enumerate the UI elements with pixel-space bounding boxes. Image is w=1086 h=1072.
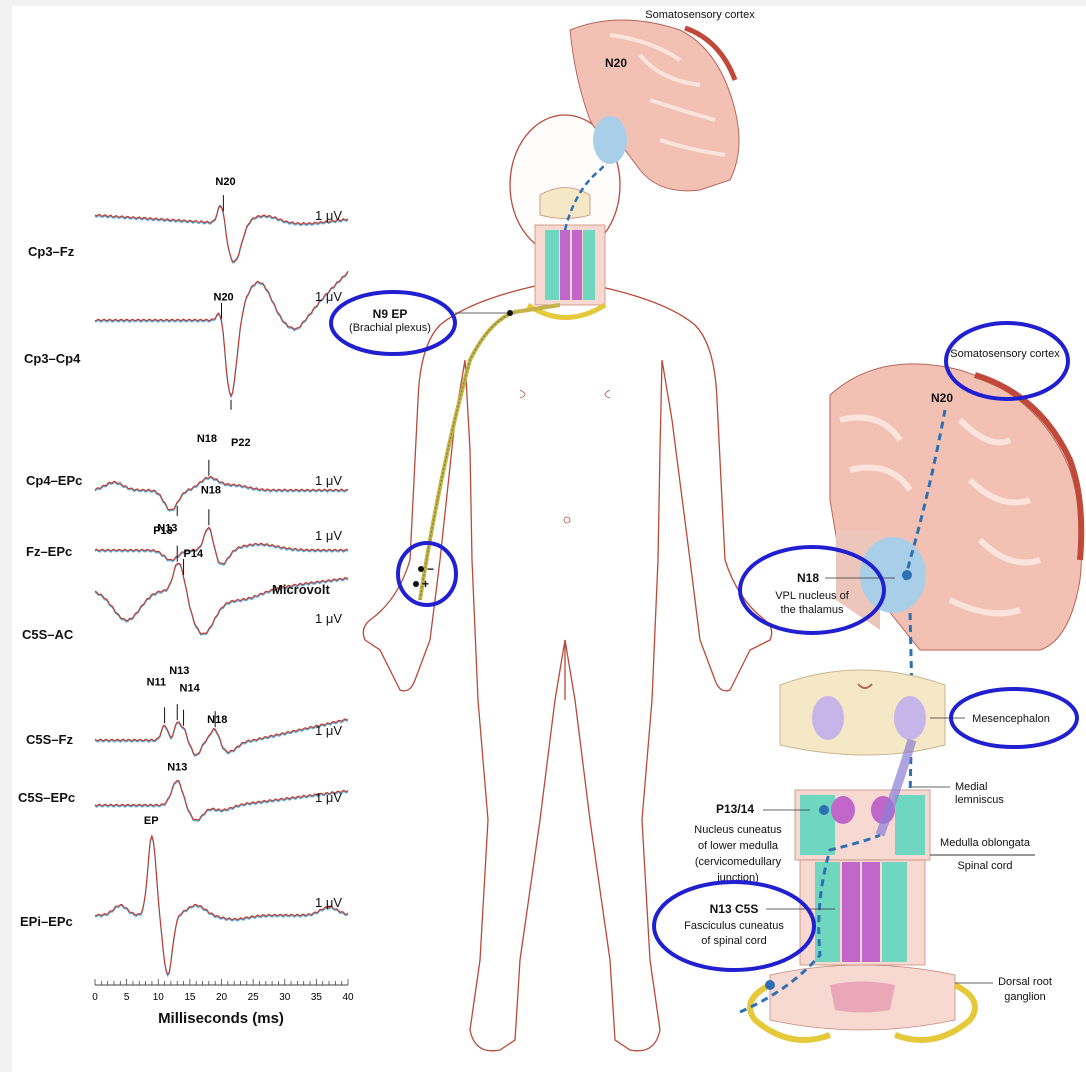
- top-cortex-label: Somatosensory cortex: [645, 9, 755, 21]
- trace-label-fz-epc: Fz–EPc: [26, 544, 72, 559]
- electrode-plus: +: [422, 577, 429, 591]
- trace-label-cp3-cp4: Cp3–Cp4: [24, 351, 81, 366]
- n18-sublabel-2: the thalamus: [781, 604, 844, 616]
- peak-label-p14: P14: [184, 548, 204, 560]
- peak-label-n11: N11: [147, 676, 167, 688]
- p13-sublabel-3: (cervicomedullary: [695, 856, 782, 868]
- p13-sublabel-1: Nucleus cuneatus: [694, 824, 782, 836]
- trace-label-c5s-fz: C5S–Fz: [26, 732, 73, 747]
- scale-label: 1 μV: [315, 723, 342, 738]
- electrode-minus: −: [427, 562, 434, 576]
- medial-lemniscus-label-1: Medial: [955, 781, 987, 793]
- electrode-minus-dot: [418, 566, 424, 572]
- medulla-label: Medulla oblongata: [940, 837, 1031, 849]
- scale-label: 1 μV: [315, 895, 342, 910]
- peak-label-n18: N18: [207, 714, 227, 726]
- time-axis-label: Milliseconds (ms): [158, 1010, 284, 1027]
- electrode-plus-dot: [413, 581, 419, 587]
- n18-label: N18: [797, 571, 819, 585]
- axis-tick-label: 20: [216, 992, 228, 1003]
- n13-label: N13 C5S: [710, 902, 759, 916]
- scale-label: 1 μV: [315, 528, 342, 543]
- mesencephalon-section: [780, 670, 945, 755]
- scale-label: 1 μV: [315, 473, 342, 488]
- peak-label-p22: P22: [231, 437, 251, 449]
- scale-label: 1 μV: [315, 790, 342, 805]
- n13-sublabel-2: of spinal cord: [701, 935, 766, 947]
- trace-label-c5s-ac: C5S–AC: [22, 627, 74, 642]
- trace-label-cp4-epc: Cp4–EPc: [26, 473, 82, 488]
- trace-label-cp3-fz: Cp3–Fz: [28, 244, 75, 259]
- peak-label-n13: N13: [167, 762, 187, 774]
- peak-label-n18: N18: [197, 433, 217, 445]
- mesencephalon-label: Mesencephalon: [972, 713, 1050, 725]
- trace-label-epi-epc: EPi–EPc: [20, 914, 73, 929]
- peak-label-n20: N20: [215, 176, 235, 188]
- axis-tick-label: 15: [184, 992, 196, 1003]
- medial-lemniscus-label-2: lemniscus: [955, 794, 1004, 806]
- drg-label-1: Dorsal root: [998, 976, 1052, 988]
- n9-label: N9 EP: [373, 307, 408, 321]
- peak-label-n20: N20: [214, 292, 234, 304]
- peak-label-n18: N18: [201, 484, 221, 496]
- scale-label: 1 μV: [315, 611, 342, 626]
- axis-tick-label: 10: [153, 992, 165, 1003]
- n9-sublabel: (Brachial plexus): [349, 322, 431, 334]
- spinal-cord-label: Spinal cord: [957, 860, 1012, 872]
- axis-tick-label: 0: [92, 992, 98, 1003]
- axis-tick-label: 25: [248, 992, 260, 1003]
- axis-tick-label: 35: [311, 992, 323, 1003]
- peak-label-n13: N13: [157, 523, 177, 535]
- axis-tick-label: 30: [279, 992, 291, 1003]
- p13-label: P13/14: [716, 802, 754, 816]
- scale-label: 1 μV: [315, 208, 342, 223]
- top-n20-label: N20: [605, 56, 627, 70]
- axis-tick-label: 5: [124, 992, 130, 1003]
- axis-tick-label: 40: [342, 992, 354, 1003]
- peak-label-n14: N14: [180, 683, 201, 695]
- n13-sublabel-1: Fasciculus cuneatus: [684, 920, 784, 932]
- drg-label-2: ganglion: [1004, 991, 1046, 1003]
- n20-label: N20: [931, 391, 953, 405]
- microvolt-label: Microvolt: [272, 582, 330, 597]
- trace-label-c5s-epc: C5S–EPc: [18, 790, 75, 805]
- cortex-label: Somatosensory cortex: [950, 348, 1060, 360]
- p13-sublabel-2: of lower medulla: [698, 840, 779, 852]
- n18-sublabel-1: VPL nucleus of: [775, 590, 850, 602]
- scale-label: 1 μV: [315, 289, 342, 304]
- peak-label-ep: EP: [144, 815, 159, 827]
- peak-label-n13: N13: [169, 665, 189, 677]
